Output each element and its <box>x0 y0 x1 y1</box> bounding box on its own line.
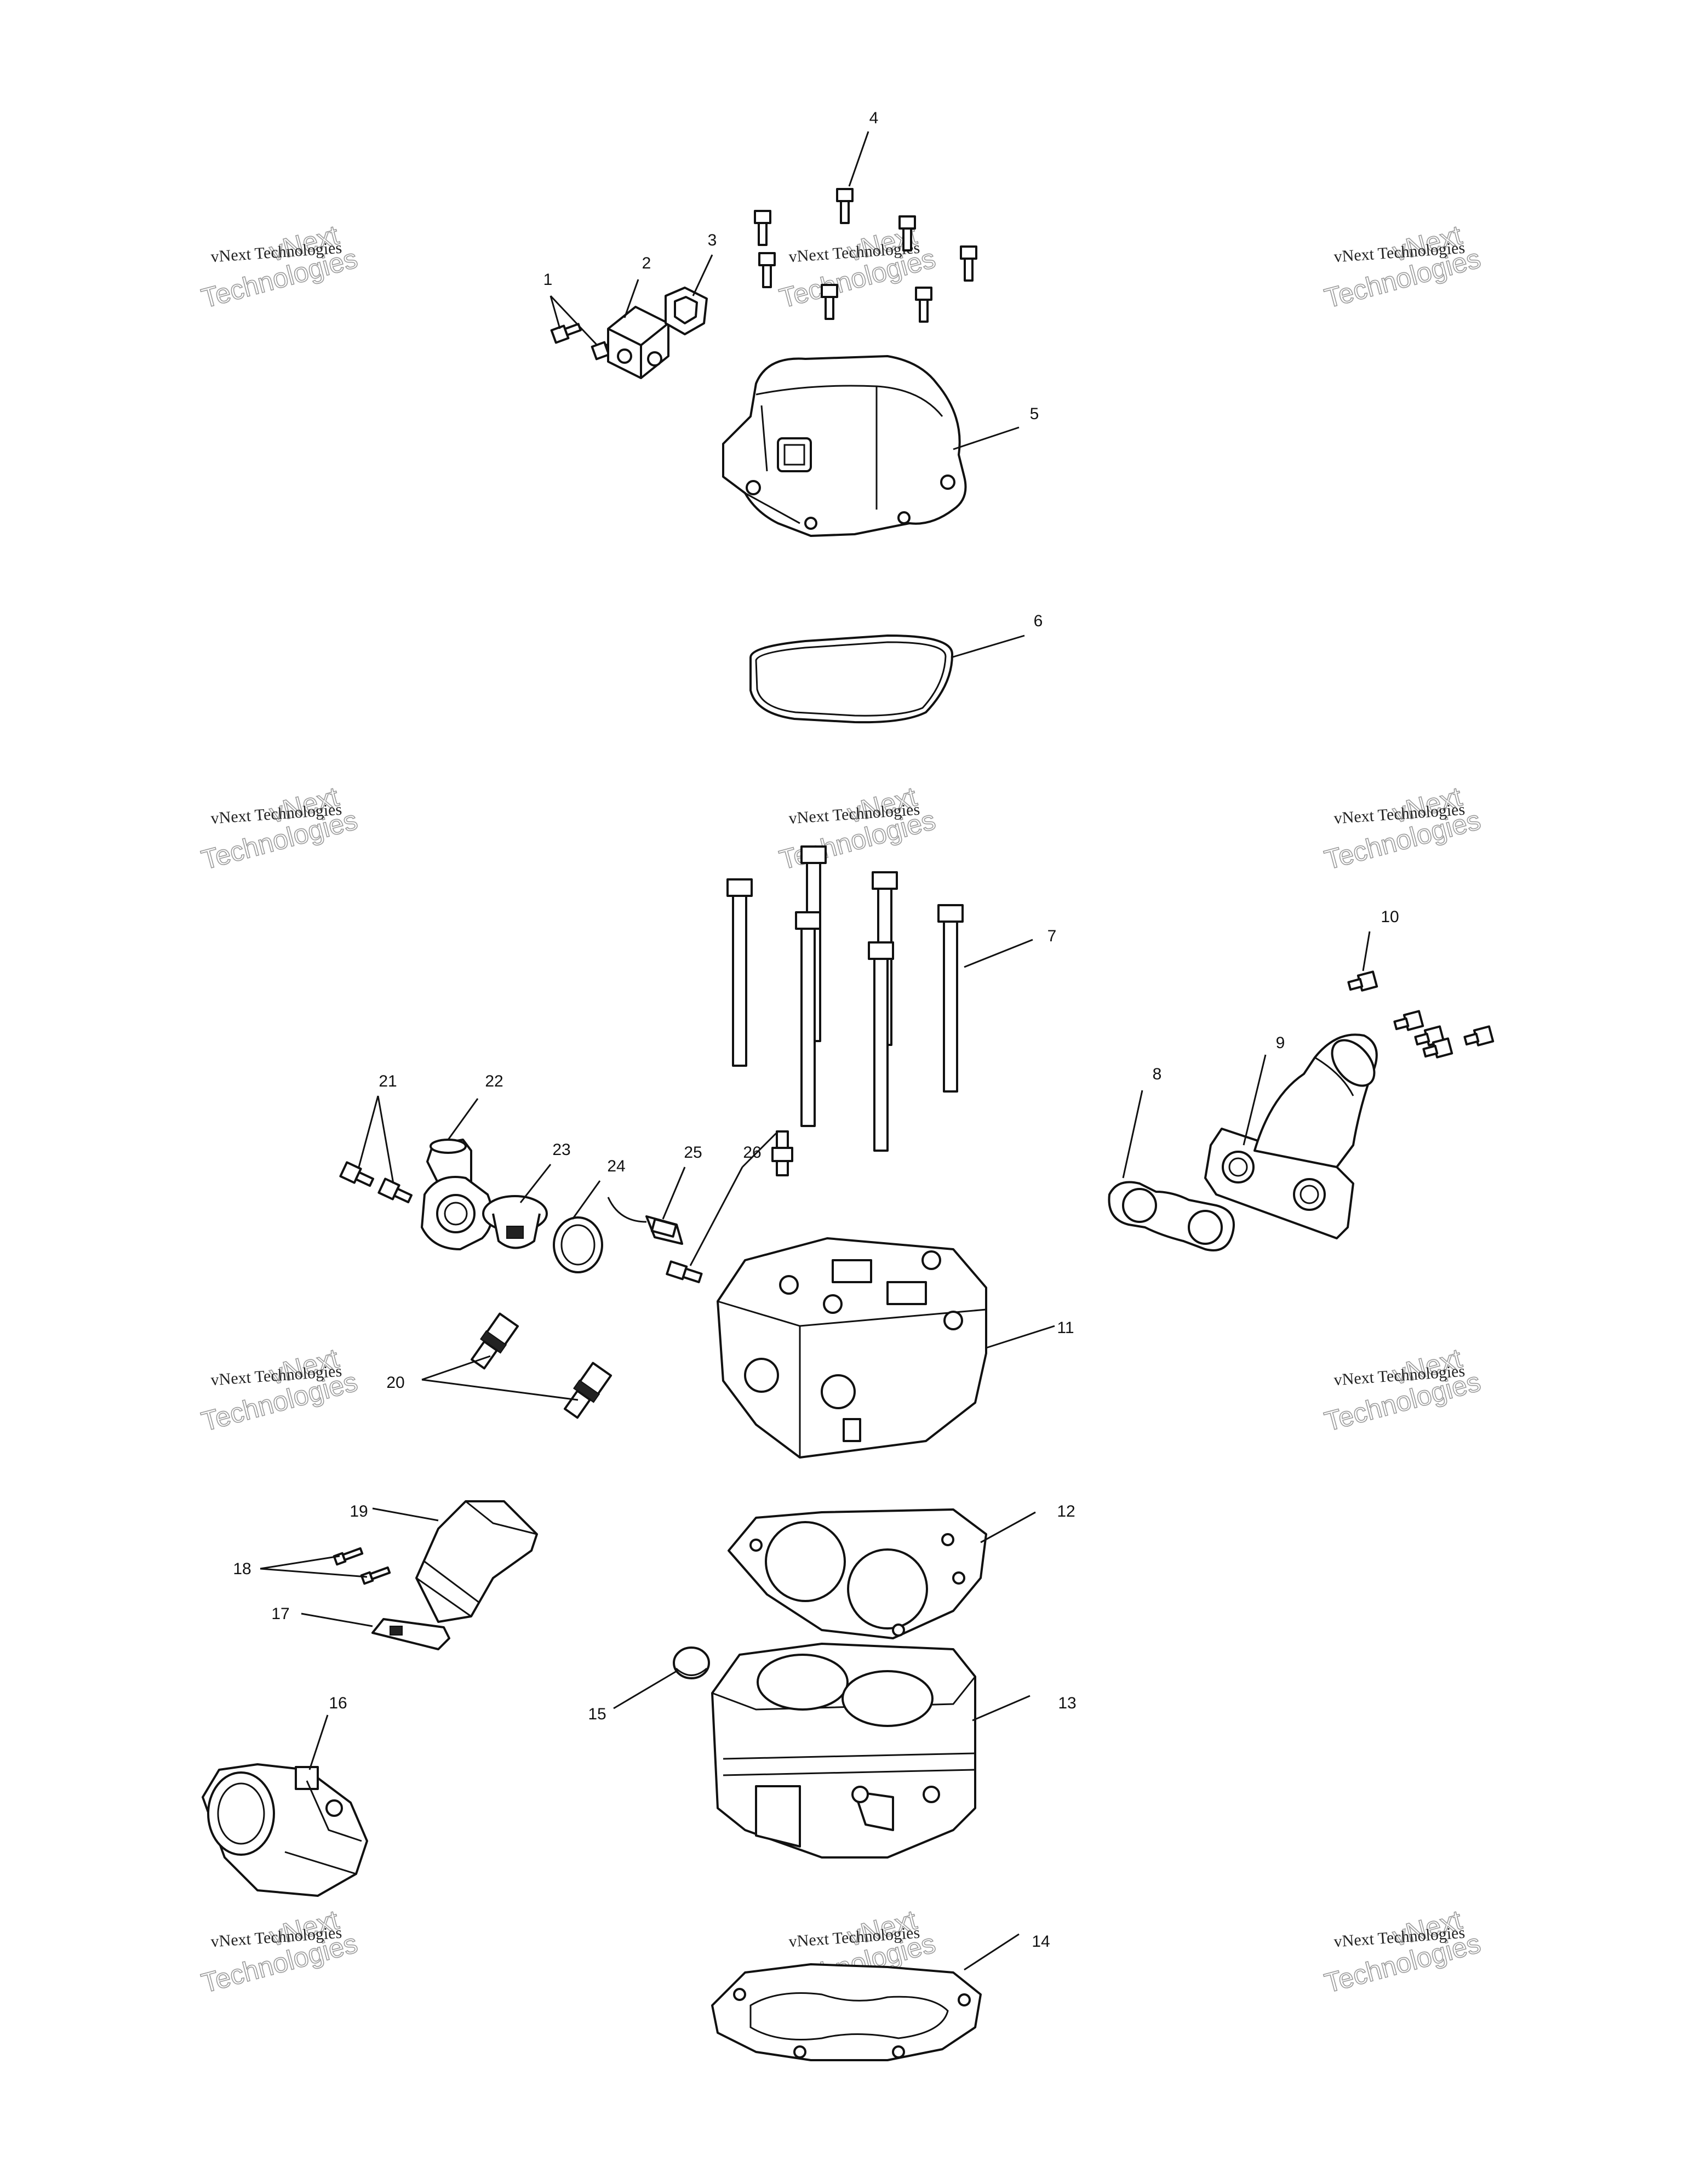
valve-cover-part-5 <box>722 355 967 537</box>
callout-22: 22 <box>485 1072 503 1090</box>
callout-11: 11 <box>1057 1319 1074 1337</box>
base-gasket-part-14 <box>711 1963 982 2061</box>
callout-12: 12 <box>1057 1502 1075 1520</box>
clip-part-17 <box>371 1618 450 1650</box>
exhaust-gasket-part-8 <box>1108 1181 1235 1251</box>
cylinder-head-part-11 <box>717 1237 987 1459</box>
cylinder-block-part-13 <box>711 1643 976 1859</box>
exhaust-manifold-part-9 <box>1204 1033 1378 1239</box>
callout-8: 8 <box>1153 1065 1162 1083</box>
callout-23: 23 <box>552 1141 570 1159</box>
callout-13: 13 <box>1058 1694 1076 1712</box>
callout-9: 9 <box>1276 1034 1285 1052</box>
intake-boot-part-19 <box>415 1500 538 1623</box>
o-ring-part-6 <box>749 634 954 724</box>
bolts-part-18 <box>333 1547 391 1585</box>
callout-24: 24 <box>607 1157 625 1175</box>
callout-10: 10 <box>1381 908 1399 926</box>
callout-2: 2 <box>642 254 651 272</box>
callout-21: 21 <box>379 1072 397 1090</box>
callout-3: 3 <box>708 231 717 249</box>
seal-ring-part-24 <box>553 1216 603 1273</box>
leader-lines <box>260 131 1371 1971</box>
spark-plugs-part-20 <box>471 1312 612 1419</box>
callout-17: 17 <box>271 1605 289 1623</box>
callout-18: 18 <box>233 1560 251 1578</box>
fittings-part-26 <box>666 1130 793 1283</box>
thermostat-part-23 <box>482 1195 548 1249</box>
bolts-part-21 <box>339 1161 413 1204</box>
sensor-part-2 <box>607 306 669 379</box>
callout-1: 1 <box>543 271 553 289</box>
callout-16: 16 <box>329 1694 347 1712</box>
callout-19: 19 <box>350 1502 368 1520</box>
gasket-part-3 <box>665 287 708 335</box>
callout-14: 14 <box>1032 1933 1050 1951</box>
callout-labels: 1 2 3 4 5 6 7 8 9 10 11 12 13 14 15 16 1… <box>233 109 1399 1951</box>
screw-set-part-4 <box>754 188 977 323</box>
callout-4: 4 <box>869 109 879 127</box>
head-gasket-part-12 <box>728 1508 987 1639</box>
callout-5: 5 <box>1030 405 1039 423</box>
callout-7: 7 <box>1047 927 1057 945</box>
callout-26: 26 <box>743 1144 761 1162</box>
screws-part-10 <box>1347 970 1495 1059</box>
throttle-body-part-16 <box>202 1763 368 1897</box>
thermostat-housing-part-22 <box>421 1139 493 1250</box>
callout-6: 6 <box>1034 612 1043 630</box>
callout-25: 25 <box>684 1144 702 1162</box>
callout-20: 20 <box>386 1374 404 1392</box>
callout-15: 15 <box>588 1705 606 1723</box>
core-plug-part-15 <box>673 1646 710 1679</box>
temperature-sensor-part-25 <box>607 1197 683 1245</box>
head-bolts-part-7 <box>726 845 964 1152</box>
